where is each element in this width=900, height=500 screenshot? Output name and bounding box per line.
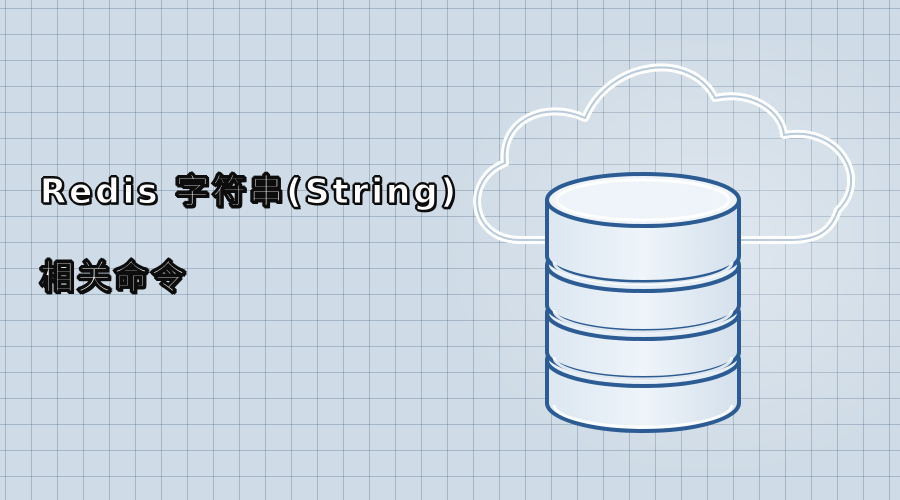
title-line-1: Redis 字符串(String) (39, 172, 460, 213)
database-icon (545, 172, 741, 433)
title-line-2: 相关命令 (40, 258, 188, 299)
cloud-icon (473, 63, 855, 244)
